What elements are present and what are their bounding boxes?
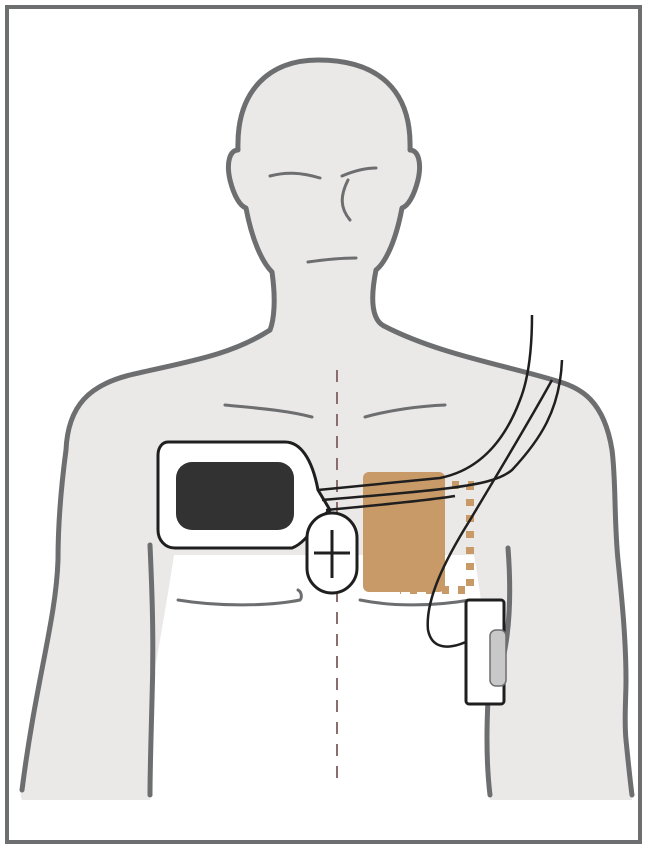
monitor-device	[466, 600, 506, 704]
left-inner-arm-line	[150, 545, 153, 795]
electrode-pad-gel	[176, 462, 294, 530]
